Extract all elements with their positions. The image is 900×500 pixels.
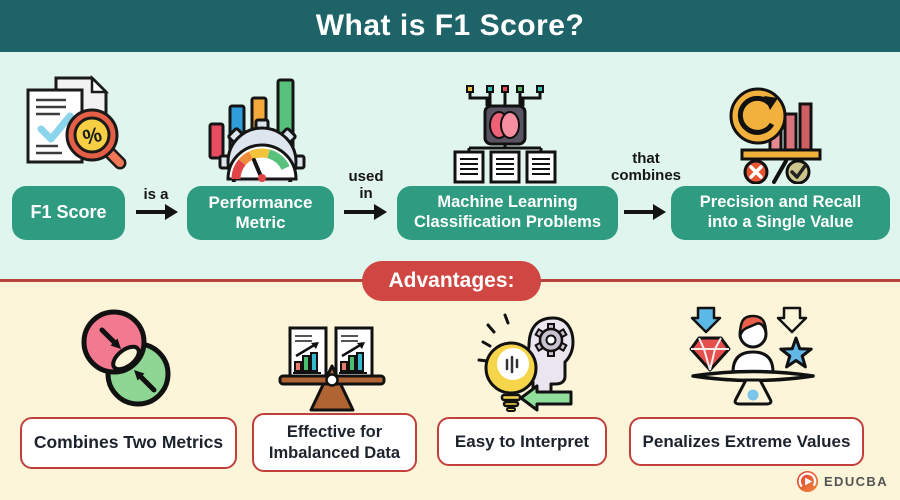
brand-name: EDUCBA [823, 474, 888, 489]
advantage-label-effective-imbalanced: Effective for Imbalanced Data [252, 413, 417, 472]
educba-logo-icon [796, 470, 819, 493]
venn-overlap-icon [81, 309, 171, 407]
flow-box-performance-metric: Performance Metric [187, 186, 334, 240]
connector-label-is-a: is a [143, 186, 169, 203]
connector-label-used-in: used in [348, 168, 384, 203]
advantages-banner: Advantages: [362, 261, 541, 301]
flow-arrow-1 [136, 204, 178, 220]
flow-box-ml-classification: Machine Learning Classification Problems [397, 186, 618, 240]
flow-box-label: into a Single Value [707, 213, 854, 231]
page-title: What is F1 Score? [315, 9, 585, 42]
report-magnifier-icon: % [26, 74, 127, 170]
flow-box-precision-recall: Precision and Recall into a Single Value [671, 186, 890, 240]
flow-arrow-2 [344, 204, 387, 220]
svg-text:%: % [81, 123, 105, 150]
bulb-head-gear-icon [477, 313, 575, 412]
ml-chip-brain-icon [453, 85, 557, 184]
advantage-label-combines-two-metrics: Combines Two Metrics [20, 417, 237, 469]
connector-label-that-combines: that combines [610, 150, 682, 185]
flow-box-label: F1 Score [30, 202, 107, 223]
flow-box-label: Classification Problems [413, 213, 602, 231]
header-bar: What is F1 Score? [0, 0, 900, 52]
flow-box-label: Metric [235, 213, 286, 232]
flow-box-f1-score: F1 Score [12, 186, 125, 240]
combined-metric-chart-icon [729, 87, 822, 184]
balanced-documents-icon [278, 326, 386, 412]
flow-box-label: Machine Learning [437, 193, 578, 212]
flow-arrow-3 [624, 204, 666, 220]
advantage-label-easy-interpret: Easy to Interpret [437, 417, 607, 466]
flow-box-label: Precision and Recall [699, 193, 862, 212]
flow-box-label: Performance [208, 192, 313, 212]
brand-logo: EDUCBA [796, 470, 888, 493]
gauge-gear-chart-icon [208, 78, 306, 182]
advantage-label-penalizes-extremes: Penalizes Extreme Values [629, 417, 864, 466]
extremes-balance-icon [689, 306, 815, 406]
